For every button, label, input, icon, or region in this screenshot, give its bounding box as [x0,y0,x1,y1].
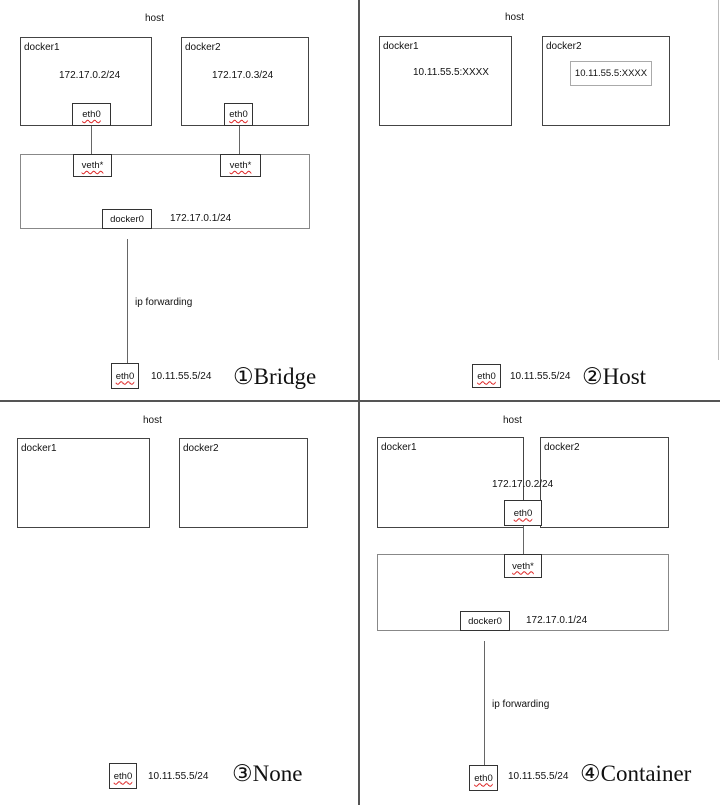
right-edge-line [718,0,719,360]
veth-interface: veth* [504,554,542,578]
docker1-link-line [91,126,92,155]
docker2-address-box: 10.11.55.5:XXXX [570,61,652,86]
container-address: 10.11.55.5:XXXX [574,68,648,79]
container-name: docker2 [544,442,580,453]
host-label: host [145,13,164,24]
docker0-label: docker0 [468,615,502,627]
shared-ip: 172.17.0.2/24 [492,479,554,490]
bridge-network-box [20,154,310,229]
docker2-container: docker2 [540,437,669,528]
iface-label: eth0 [474,772,493,784]
host-eth0-interface: eth0 [109,763,137,789]
forwarding-line [484,641,485,765]
container-name: docker1 [24,42,60,53]
container-ip: 172.17.0.3/24 [212,70,274,81]
docker1-container: docker1 [377,437,524,528]
none-panel: host docker1 docker2 eth0 10.11.55.5/24 … [0,402,358,805]
shared-eth0-interface: eth0 [504,500,542,526]
docker1-container: docker1 10.11.55.5:XXXX [379,36,512,126]
container-name: docker2 [183,443,219,454]
forwarding-line [127,239,128,363]
container-ip: 172.17.0.2/24 [59,70,121,81]
docker0-bridge-interface: docker0 [460,611,510,631]
docker0-label: docker0 [110,213,144,225]
horizontal-divider [0,400,720,402]
iface-label: eth0 [82,109,101,120]
vertical-divider [358,0,360,805]
host-eth0-interface: eth0 [469,765,498,791]
shared-link-line [523,526,524,554]
ip-forwarding-label: ip forwarding [135,297,193,308]
iface-label: eth0 [113,770,133,782]
docker1-container: docker1 [17,438,150,528]
docker1-eth0-interface: eth0 [72,103,111,126]
container-address: 10.11.55.5:XXXX [413,67,489,78]
veth-label: veth* [512,560,534,572]
iface-label: eth0 [115,370,135,382]
docker0-ip: 172.17.0.1/24 [526,615,588,626]
veth-label: veth* [229,160,252,171]
container-caption: ④Container [580,761,692,786]
host-ip: 10.11.55.5/24 [510,371,571,382]
iface-label: eth0 [477,370,496,382]
container-name: docker2 [185,42,221,53]
docker0-ip: 172.17.0.1/24 [170,213,232,224]
container-name: docker1 [21,443,57,454]
bridge-caption: ①Bridge [233,364,317,389]
host-label: host [503,415,522,426]
container-name: docker2 [546,41,582,52]
docker2-eth0-interface: eth0 [224,103,253,126]
host-eth0-interface: eth0 [111,363,139,389]
host-caption: ②Host [582,364,647,389]
host-ip: 10.11.55.5/24 [148,771,209,782]
iface-label: eth0 [513,507,533,519]
host-label: host [143,415,162,426]
none-caption: ③None [232,761,303,786]
host-ip: 10.11.55.5/24 [151,371,212,382]
host-ip: 10.11.55.5/24 [508,771,569,782]
bridge-panel: host docker1 172.17.0.2/24 eth0 docker2 … [0,0,358,400]
host-panel: host docker1 10.11.55.5:XXXX docker2 10.… [360,0,718,400]
host-label: host [505,12,524,23]
iface-label: eth0 [229,109,248,120]
docker2-container: docker2 [179,438,308,528]
container-name: docker1 [381,442,417,453]
veth-left-interface: veth* [73,154,112,177]
veth-label: veth* [81,160,104,171]
docker2-container: docker2 172.17.0.3/24 [181,37,309,126]
docker2-link-line [239,126,240,155]
docker0-bridge-interface: docker0 [102,209,152,229]
container-name: docker1 [383,41,419,52]
container-panel: host docker1 docker2 172.17.0.2/24 eth0 … [360,402,720,805]
ip-forwarding-label: ip forwarding [492,699,550,710]
veth-right-interface: veth* [220,154,261,177]
host-eth0-interface: eth0 [472,364,501,388]
